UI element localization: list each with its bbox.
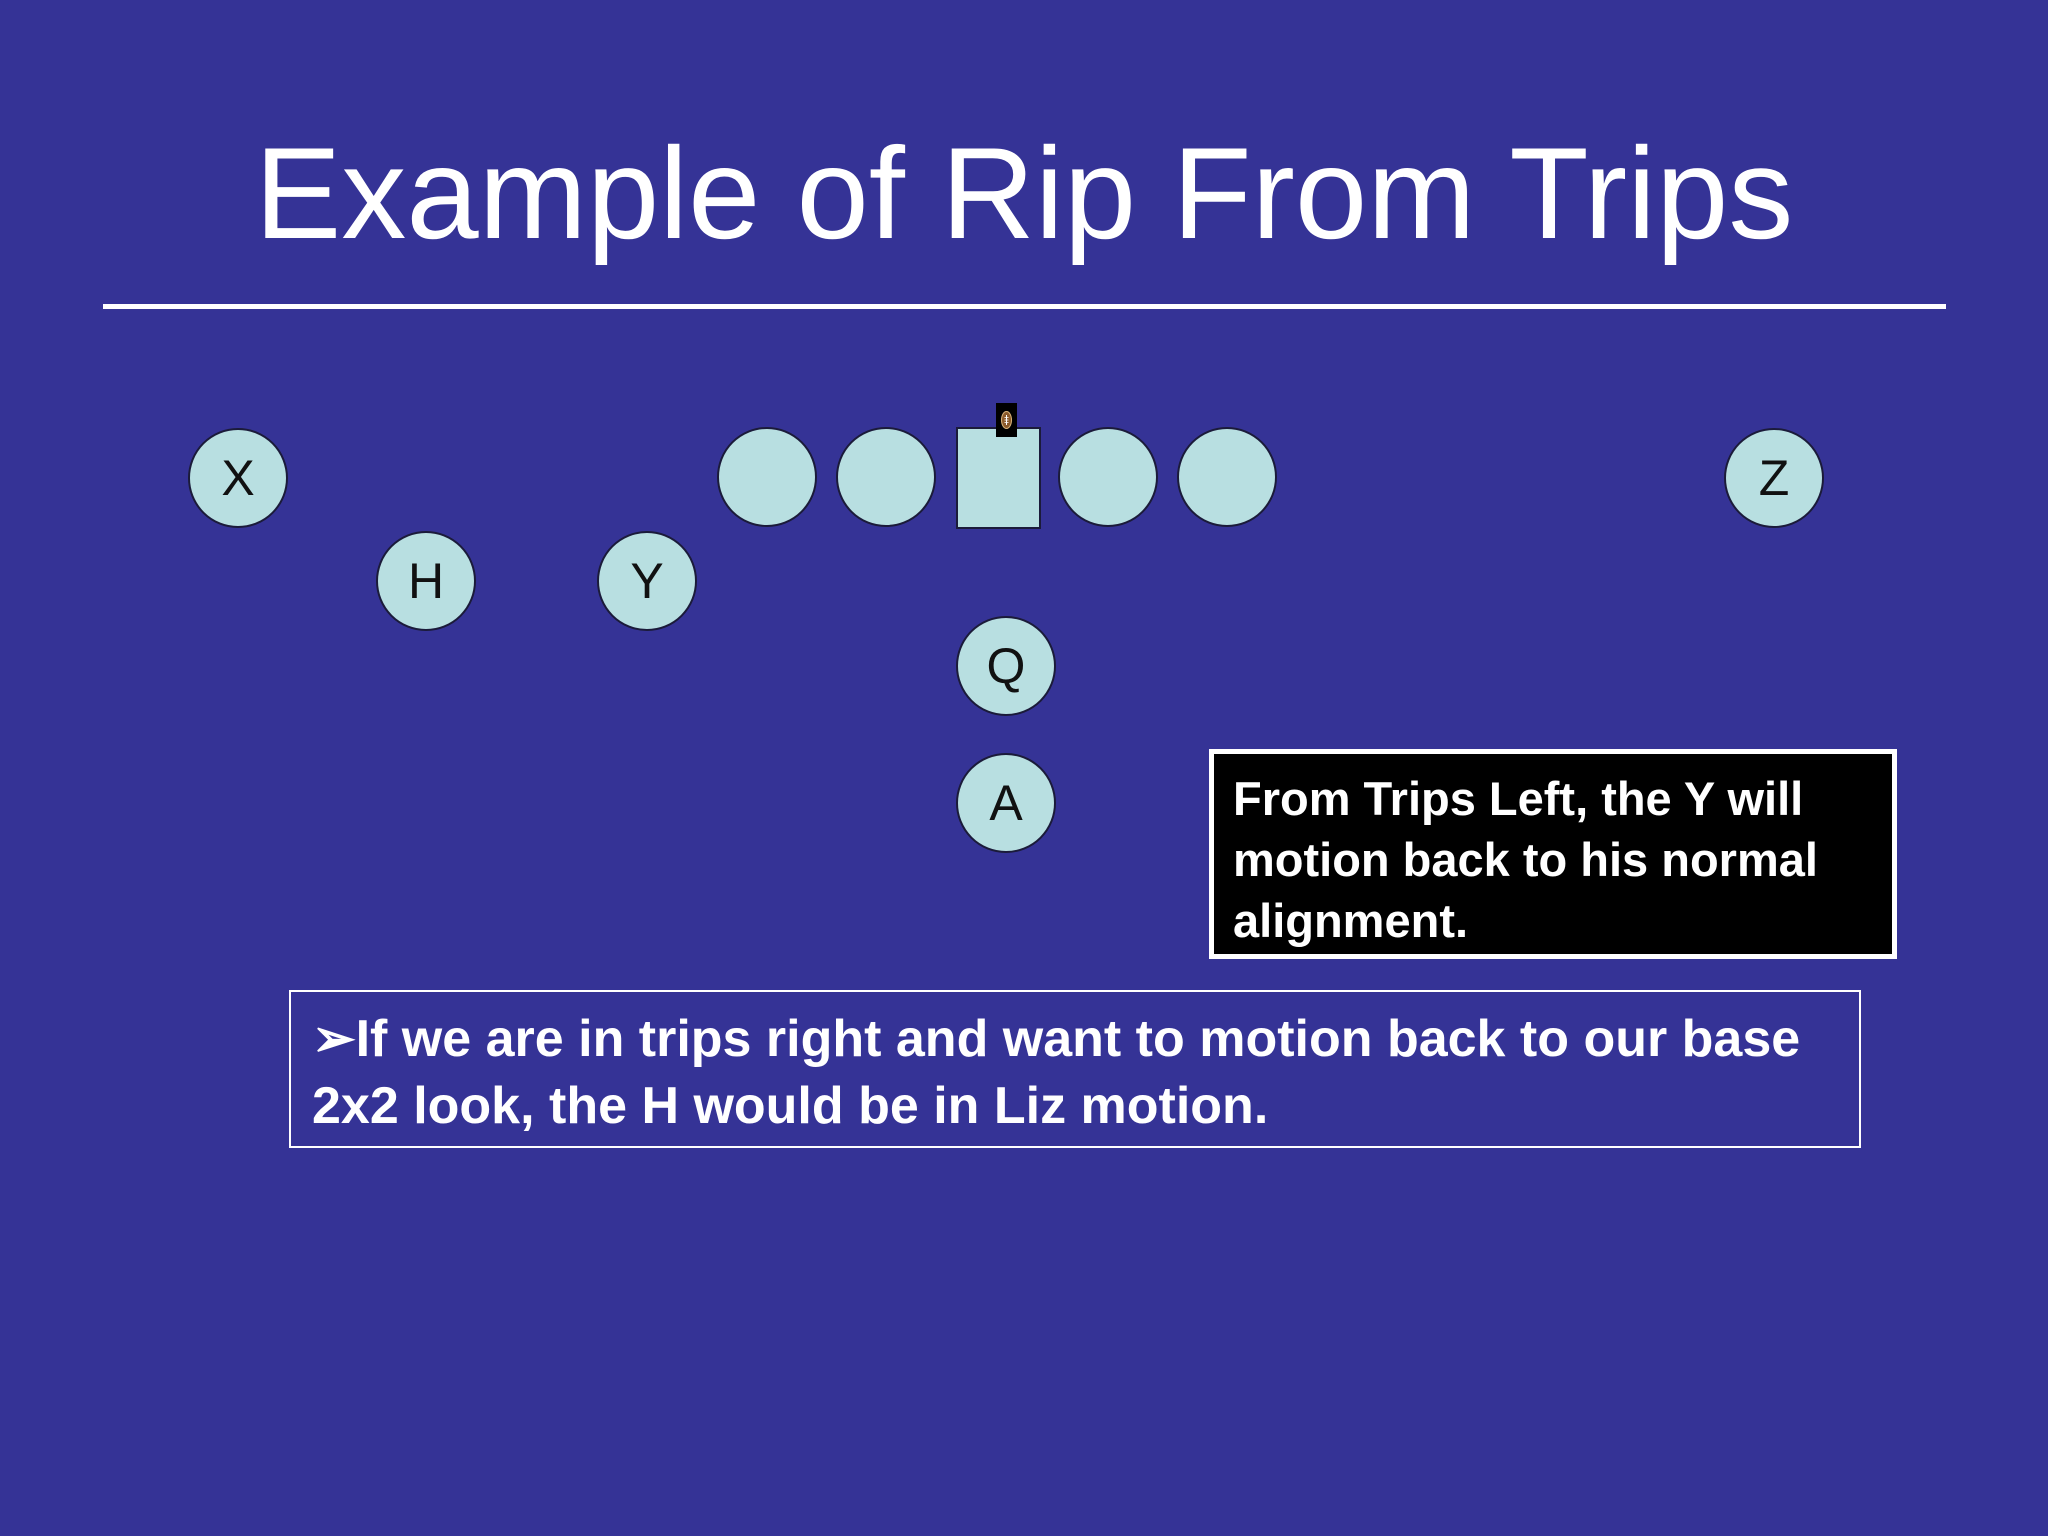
title-divider [103, 304, 1946, 309]
player-a: A [956, 753, 1056, 853]
callout-box: From Trips Left, the Y will motion back … [1209, 749, 1897, 959]
lineman-right-guard [1058, 427, 1158, 527]
lineman-left-tackle [717, 427, 817, 527]
bullet-icon: ➢ [312, 1010, 356, 1068]
player-h: H [376, 531, 476, 631]
lineman-center [956, 427, 1041, 529]
lineman-left-guard [836, 427, 936, 527]
player-z: Z [1724, 428, 1824, 528]
player-q: Q [956, 616, 1056, 716]
football-icon [996, 403, 1017, 437]
player-y: Y [597, 531, 697, 631]
note-text: If we are in trips right and want to mot… [312, 1010, 1801, 1135]
note-box: ➢If we are in trips right and want to mo… [289, 990, 1861, 1148]
player-x: X [188, 428, 288, 528]
callout-text: From Trips Left, the Y will motion back … [1233, 772, 1818, 947]
lineman-right-tackle [1177, 427, 1277, 527]
slide-title: Example of Rip From Trips [254, 120, 1794, 266]
